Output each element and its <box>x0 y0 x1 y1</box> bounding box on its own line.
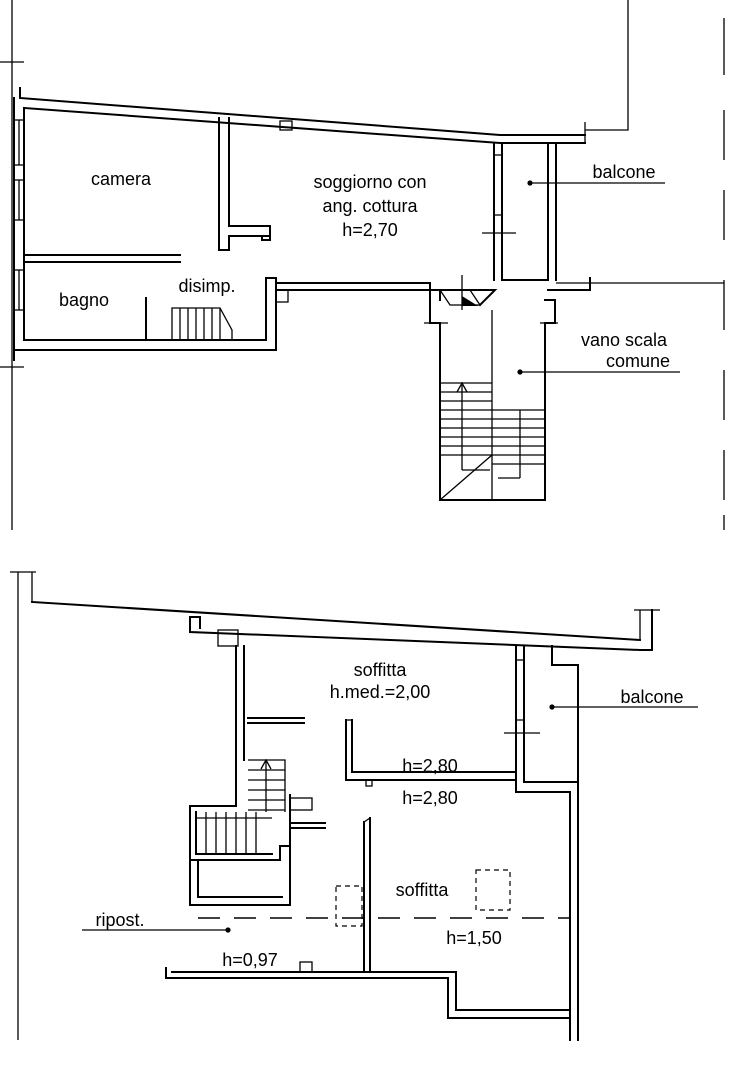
label-balcone-attic: balcone <box>620 687 683 707</box>
label-soggiorno-line1: soggiorno con <box>313 172 426 192</box>
label-soffitta-bottom-height: h=1,50 <box>446 928 502 948</box>
internal-stair <box>171 307 233 340</box>
label-soggiorno-line2: ang. cottura <box>322 196 418 216</box>
attic-floor-plan: soffitta h.med.=2,00 balcone h=2,80 h=2,… <box>10 571 698 1041</box>
label-bagno: bagno <box>59 290 109 310</box>
label-soffitta-top: soffitta <box>354 660 408 680</box>
skylight-left <box>335 885 363 927</box>
label-vano-scala-line1: vano scala <box>581 330 668 350</box>
common-stairwell <box>424 275 558 501</box>
label-disimpegno: disimp. <box>178 276 235 296</box>
label-height-2-80-upper: h=2,80 <box>402 756 458 776</box>
label-ripostiglio-height: h=0,97 <box>222 950 278 970</box>
label-soggiorno-height: h=2,70 <box>342 220 398 240</box>
label-height-2-80-lower: h=2,80 <box>402 788 458 808</box>
upper-floor-plan: camera soggiorno con ang. cottura h=2,70… <box>0 0 725 530</box>
label-soffitta-top-height: h.med.=2,00 <box>330 682 431 702</box>
label-camera: camera <box>91 169 152 189</box>
label-balcone-upper: balcone <box>592 162 655 182</box>
label-ripostiglio: ripost. <box>95 910 144 930</box>
attic-stair <box>189 758 326 861</box>
skylight-right <box>475 869 511 911</box>
label-vano-scala-line2: comune <box>606 351 670 371</box>
label-soffitta-bottom: soffitta <box>396 880 450 900</box>
